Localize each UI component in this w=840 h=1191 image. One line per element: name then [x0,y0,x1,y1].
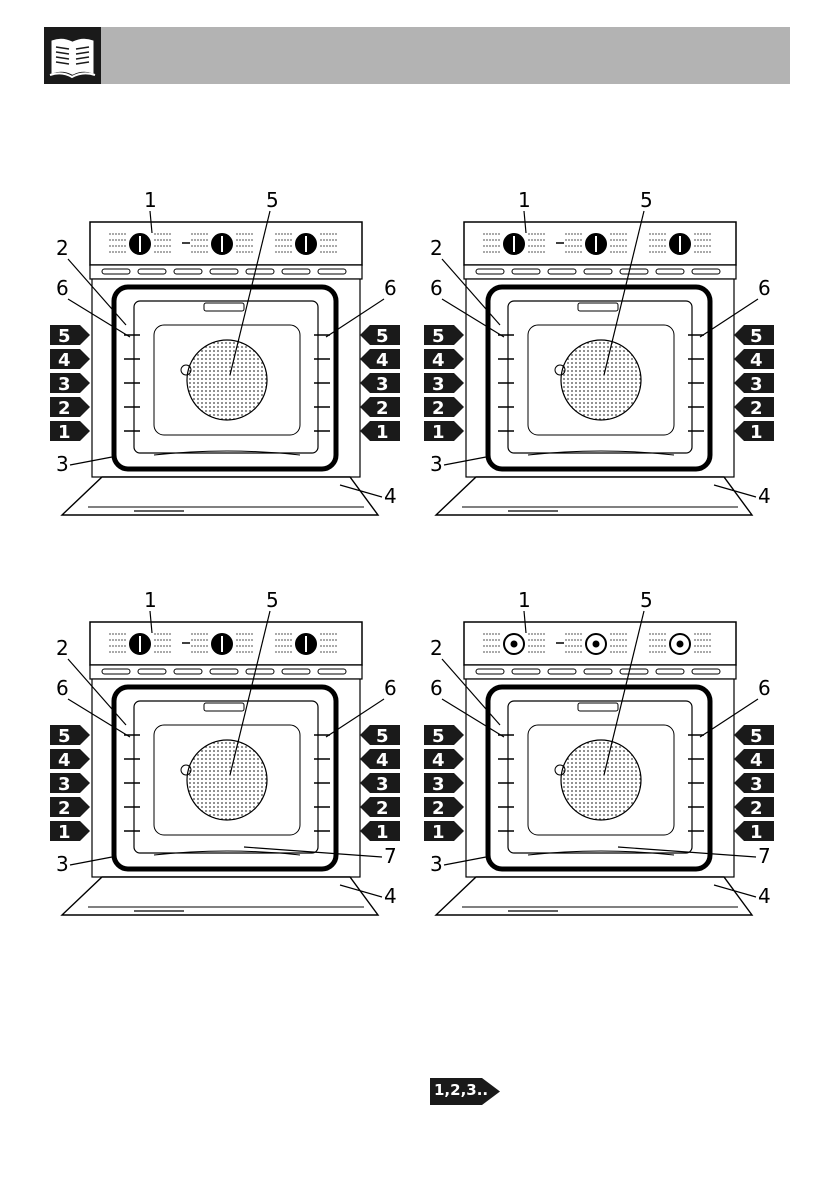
callout-fan: 5 [266,588,279,612]
callout-fan: 5 [640,188,653,212]
callout-fan: 5 [640,588,653,612]
shelf-number-right: 5 [376,726,389,747]
shelf-number-right: 1 [376,422,389,443]
shelf-number-right: 2 [376,398,389,419]
shelf-number-left: 1 [58,822,71,843]
callout-rack-guide: 2 [56,236,69,260]
callout-fixing-right: 6 [384,676,397,700]
shelf-number-left: 3 [58,374,71,395]
callout-fixing-left: 6 [430,676,443,700]
shelf-number-right: 5 [750,726,763,747]
shelf-number-right: 4 [750,350,763,371]
shelf-number-left: 5 [58,726,71,747]
callout-seal: 3 [56,852,69,876]
callout-seal: 3 [56,452,69,476]
shelf-number-right: 4 [376,750,389,771]
oven-door [436,877,752,915]
shelf-number-right: 3 [750,774,763,795]
callout-rack-guide: 2 [430,636,443,660]
oven-door [436,477,752,515]
shelf-number-right: 4 [376,350,389,371]
shelf-number-left: 3 [432,374,445,395]
shelf-number-left: 2 [432,798,445,819]
oven-diagram-svg: 5 5 4 4 3 3 2 2 1 1 1 5 2 6 6 3 4 7 [418,585,790,935]
shelf-number-right: 1 [750,822,763,843]
shelf-number-right: 3 [376,774,389,795]
shelf-number-left: 3 [432,774,445,795]
callout-fan: 5 [266,188,279,212]
fan-cover [187,740,267,820]
shelf-number-right: 2 [750,798,763,819]
shelf-number-right: 2 [376,798,389,819]
callout-door: 4 [384,884,397,908]
shelf-number-right: 2 [750,398,763,419]
shelf-number-left: 1 [432,422,445,443]
shelf-number-right: 1 [376,822,389,843]
vent-strip [90,265,362,279]
callout-controls: 1 [144,588,157,612]
shelf-number-left: 5 [432,726,445,747]
oven-door [62,877,378,915]
oven-diagram-svg: 5 5 4 4 3 3 2 2 1 1 1 5 2 6 6 3 4 [44,185,416,535]
fan-cover [561,740,641,820]
callout-rack-guide: 2 [56,636,69,660]
shelf-number-left: 2 [58,798,71,819]
oven-diagram-svg: 5 5 4 4 3 3 2 2 1 1 1 5 2 6 6 3 4 [418,185,790,535]
callout-rack-guide: 2 [430,236,443,260]
callout-door: 4 [758,884,771,908]
oven-diagram-d: 5 5 4 4 3 3 2 2 1 1 1 5 2 6 6 3 4 7 [418,585,790,935]
shelf-number-left: 4 [432,750,445,771]
shelf-number-left: 5 [58,326,71,347]
vent-strip [90,665,362,679]
shelf-number-right: 3 [376,374,389,395]
fan-cover [561,340,641,420]
oven-diagram-a: 5 5 4 4 3 3 2 2 1 1 1 5 2 6 6 3 4 [44,185,416,535]
shelf-number-left: 2 [432,398,445,419]
callout-seal: 3 [430,452,443,476]
knob-center [677,641,684,648]
callout-fixing-right: 6 [384,276,397,300]
callout-door: 4 [758,484,771,508]
shelf-number-right: 5 [376,326,389,347]
shelf-number-right: 1 [750,422,763,443]
shelf-number-left: 3 [58,774,71,795]
callout-bottom-element: 7 [758,844,771,868]
footer-badge-text: 1,2,3.. [434,1081,488,1099]
footer-arrow-badge: 1,2,3.. [430,1078,500,1105]
shelf-number-right: 3 [750,374,763,395]
callout-fixing-left: 6 [56,676,69,700]
open-book-icon [44,27,101,84]
shelf-number-left: 2 [58,398,71,419]
callout-fixing-left: 6 [56,276,69,300]
shelf-number-left: 4 [58,350,71,371]
callout-controls: 1 [144,188,157,212]
shelf-number-right: 4 [750,750,763,771]
shelf-number-left: 4 [432,350,445,371]
shelf-number-left: 5 [432,326,445,347]
shelf-number-right: 5 [750,326,763,347]
callout-bottom-element: 7 [384,844,397,868]
oven-diagram-b: 5 5 4 4 3 3 2 2 1 1 1 5 2 6 6 3 4 [418,185,790,535]
shelf-number-left: 1 [58,422,71,443]
callout-door: 4 [384,484,397,508]
callout-controls: 1 [518,188,531,212]
callout-fixing-right: 6 [758,676,771,700]
oven-diagram-svg: 5 5 4 4 3 3 2 2 1 1 1 5 2 6 6 3 4 7 [44,585,416,935]
section-header-bar [44,27,790,84]
oven-diagram-c: 5 5 4 4 3 3 2 2 1 1 1 5 2 6 6 3 4 7 [44,585,416,935]
knob-center [593,641,600,648]
callout-fixing-left: 6 [430,276,443,300]
callout-fixing-right: 6 [758,276,771,300]
callout-seal: 3 [430,852,443,876]
oven-door [62,477,378,515]
fan-cover [187,340,267,420]
shelf-number-left: 4 [58,750,71,771]
knob-center [511,641,518,648]
callout-controls: 1 [518,588,531,612]
vent-strip [464,265,736,279]
vent-strip [464,665,736,679]
shelf-number-left: 1 [432,822,445,843]
